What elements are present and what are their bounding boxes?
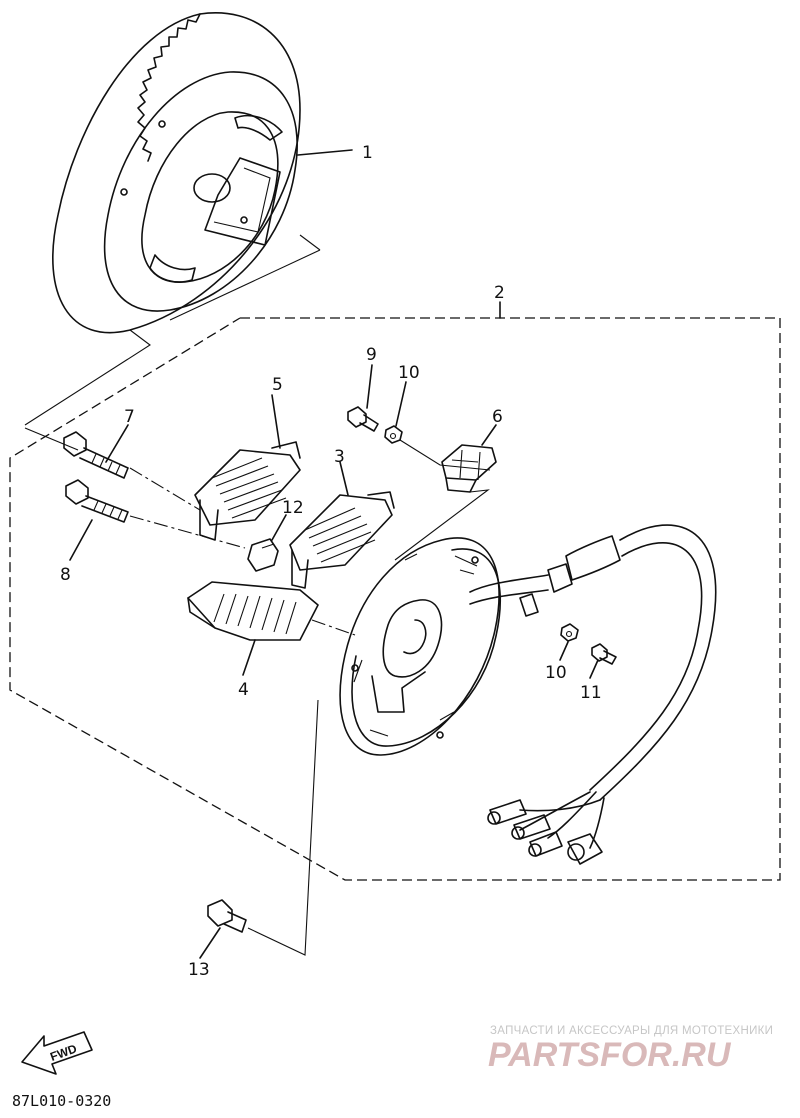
washer-10-bottom [559,623,579,661]
collar-12 [247,514,287,572]
label-2: 2 [494,283,505,303]
flywheel-face [103,71,298,312]
label-4: 4 [238,680,249,700]
label-7: 7 [124,407,135,427]
label-9: 9 [366,345,377,365]
part-labels: 1 2 3 4 5 6 7 8 9 10 10 11 12 13 [60,143,602,980]
label-8: 8 [60,565,71,585]
label-10-top: 10 [398,363,420,383]
label-3: 3 [334,447,345,467]
diagram-code: 87L010-0320 [12,1092,111,1110]
charge-coil-5 [194,394,301,541]
flywheel-slot-bottom [149,254,196,283]
flywheel-inner-ring [141,111,279,283]
flywheel-gear-teeth [137,13,201,162]
stator-base-plate [339,537,502,756]
label-12: 12 [282,498,304,518]
partsfor-watermark: ЗАПЧАСТИ И АКСЕССУАРЫ ДЛЯ МОТОТЕХНИКИ PA… [488,1025,773,1074]
flywheel-rotor [52,12,353,334]
label-5: 5 [272,375,283,395]
label-1: 1 [362,143,373,163]
pulser-coil-3 [289,461,395,589]
washer-10-top [384,381,491,471]
screw-9 [347,364,379,432]
label-11: 11 [580,683,602,703]
flywheel-magnet-inner [213,167,271,233]
screw-13 [199,699,319,959]
bolt-7 [63,424,129,479]
flywheel-rim [52,12,301,334]
bracket-6 [394,424,497,561]
watermark-logo: PARTSFOR.RU [488,1036,732,1074]
screw-11 [589,643,617,679]
watermark-tagline: ЗАПЧАСТИ И АКСЕССУАРЫ ДЛЯ МОТОТЕХНИКИ [490,1025,773,1037]
flywheel-hub [193,173,231,203]
source-coil-4 [187,581,356,676]
stator-assembly-outline [9,234,781,881]
flywheel-magnet [204,157,281,246]
flywheel-slot-top [234,114,283,141]
bolt-8 [65,467,246,561]
forward-direction-arrow: FWD [21,1031,93,1075]
label-13: 13 [188,960,210,980]
label-6: 6 [492,407,503,427]
wire-harness [469,524,717,865]
label-10-bottom: 10 [545,663,567,683]
